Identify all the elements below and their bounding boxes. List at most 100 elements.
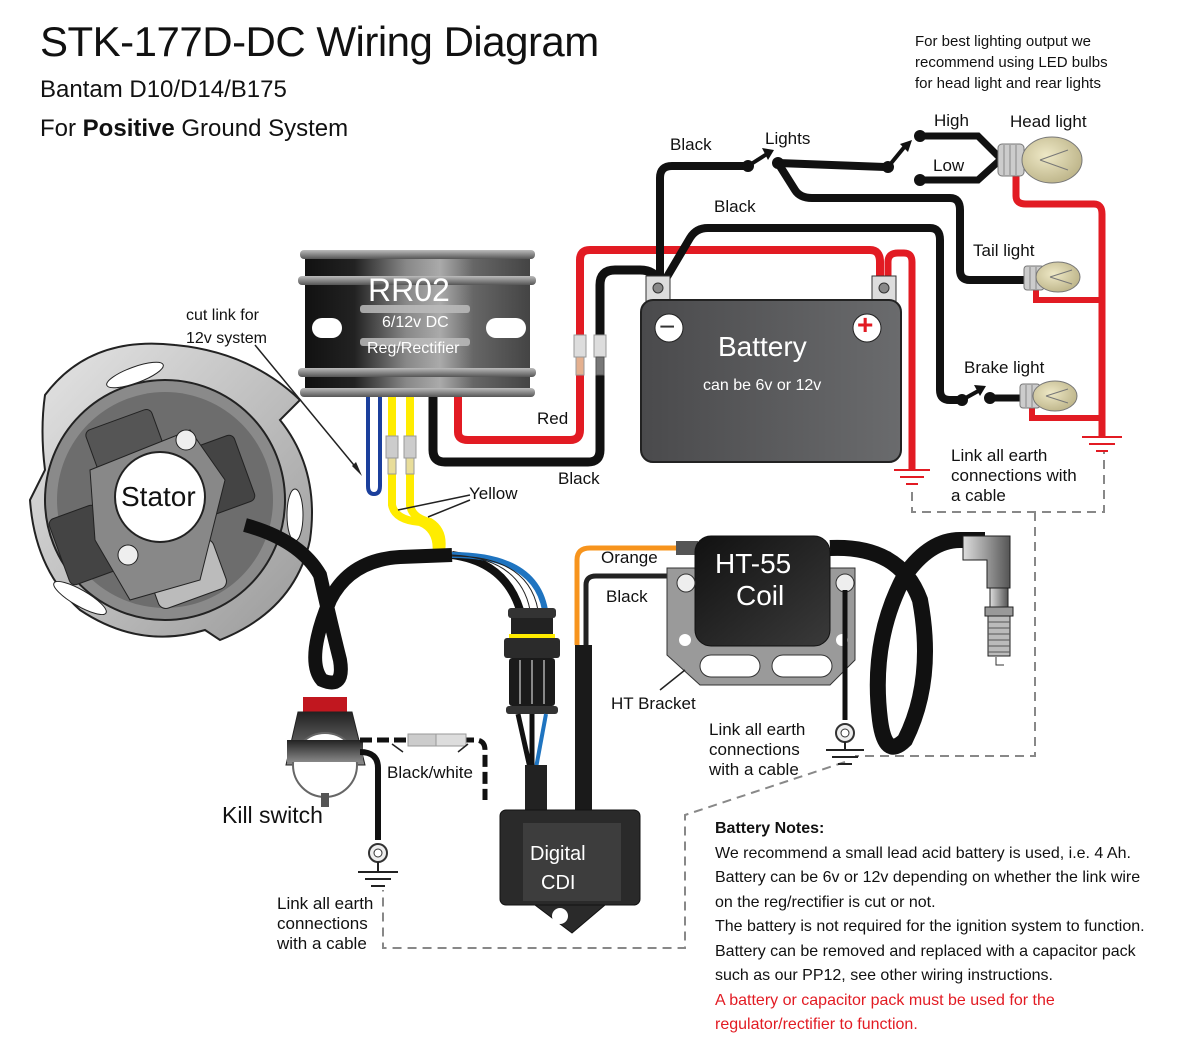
orange-wire xyxy=(574,545,680,645)
black-wire-lights-to-tail xyxy=(774,160,1030,284)
stator-harness-loop xyxy=(243,518,453,690)
led-note-line: For best lighting output we xyxy=(915,33,1091,50)
yellow-pointer xyxy=(397,494,471,518)
head-light-bulb xyxy=(997,136,1083,184)
ht-lead-loop xyxy=(829,532,985,755)
earth-note-line: Link all earth xyxy=(951,446,1048,465)
black-wire-battery-to-brake xyxy=(660,224,962,404)
blue-wire xyxy=(451,552,548,611)
orange-wire-label: Orange xyxy=(601,548,658,567)
yellow-spade-connectors xyxy=(385,435,417,475)
ht-bracket-label: HT Bracket xyxy=(611,694,696,713)
earth-symbol-coil xyxy=(826,742,864,765)
black-wire-high xyxy=(920,132,1003,161)
kill-switch-label: Kill switch xyxy=(222,802,323,828)
regulator-name: RR02 xyxy=(368,272,450,308)
battery-note-line: The battery is not required for the igni… xyxy=(715,918,1145,935)
regulator-rectifier xyxy=(298,250,536,397)
yellow-wire-label: Yellow xyxy=(469,484,518,503)
stator xyxy=(28,342,313,642)
regulator-spec: 6/12v DC xyxy=(382,314,449,331)
red-wire-brake-earth xyxy=(1029,405,1100,421)
lights-switch-label: Lights xyxy=(765,129,811,148)
ground-prefix: For xyxy=(40,115,83,142)
battery-voltage-note: can be 6v or 12v xyxy=(703,377,822,394)
black-wire-cdi-coil xyxy=(583,573,676,645)
earth-link-note-kill: Link all earth connections with a cable xyxy=(277,894,373,954)
earth-note-line: connections with xyxy=(951,466,1077,485)
led-note: For best lighting output we recommend us… xyxy=(915,31,1175,94)
black-wire-label-tail: Black xyxy=(714,197,756,216)
earth-symbol-lights xyxy=(1082,436,1122,452)
ground-suffix: Ground System xyxy=(174,115,349,142)
earth-link-note-right: Link all earth connections with a cable xyxy=(951,446,1077,506)
spark-plug-cap xyxy=(962,535,1014,666)
kill-switch-earth-wire xyxy=(359,749,381,840)
earth-symbol-battery xyxy=(894,469,930,485)
earth-note-line: Link all earth xyxy=(709,720,806,739)
head-light-label: Head light xyxy=(1010,112,1087,131)
red-wire-lights-earth xyxy=(1012,172,1106,438)
tail-light-label: Tail light xyxy=(973,241,1035,260)
brake-light-bulb xyxy=(1019,380,1078,412)
cdi-line1: Digital xyxy=(530,843,586,865)
cdi-line2: CDI xyxy=(541,872,576,894)
battery-note-line: such as our PP12, see other wiring instr… xyxy=(715,967,1053,984)
ht-coil xyxy=(676,535,855,647)
kill-switch[interactable] xyxy=(285,697,366,807)
black-wire-label-lights: Black xyxy=(670,135,712,154)
battery xyxy=(640,275,902,463)
stator-name: Stator xyxy=(121,481,196,512)
black-wire-label-coil: Black xyxy=(606,587,648,606)
black-wire-lights-to-dipswitch xyxy=(777,159,886,171)
led-note-line: for head light and rear lights xyxy=(915,75,1101,92)
black-wire-rr-to-battery xyxy=(428,265,663,467)
model-subtitle: Bantam D10/D14/B175 xyxy=(40,76,287,103)
regulator-type: Reg/Rectifier xyxy=(367,340,460,357)
battery-note-line: We recommend a small lead acid battery i… xyxy=(715,844,1131,862)
battery-note-line: Battery can be 6v or 12v depending on wh… xyxy=(715,869,1141,886)
coil-name: HT-55 xyxy=(715,548,792,579)
blue-link-wire xyxy=(366,397,382,497)
earth-note-line: with a cable xyxy=(277,934,367,953)
battery-warning-line: regulator/rectifier to function. xyxy=(715,1016,918,1033)
battery-notes-heading: Battery Notes: xyxy=(715,820,825,837)
earth-note-line: with a cable xyxy=(709,760,799,779)
earth-link-cables xyxy=(382,452,1105,949)
cut-link-line: cut link for xyxy=(186,307,259,324)
brake-light-label: Brake light xyxy=(964,358,1045,377)
high-beam-label: High xyxy=(934,111,969,130)
connector-to-cdi-wires xyxy=(515,713,535,769)
tail-light-bulb xyxy=(1023,261,1081,293)
black-white-spade xyxy=(407,733,467,747)
earth-symbol-kill xyxy=(358,862,398,887)
earth-note-line: connections xyxy=(277,914,368,933)
earth-note-line: a cable xyxy=(951,486,1006,505)
battery-note-line: Battery can be removed and replaced with… xyxy=(715,942,1136,960)
battery-negative-symbol: − xyxy=(659,311,676,342)
cut-link-label: cut link for 12v system xyxy=(186,304,267,350)
battery-name: Battery xyxy=(718,331,807,362)
red-wire-battery-to-earth xyxy=(884,249,916,470)
red-wire-label: Red xyxy=(537,409,569,428)
page-title: STK-177D-DC Wiring Diagram xyxy=(40,18,599,65)
battery-notes: Battery Notes: We recommend a small lead… xyxy=(715,817,1145,1038)
cut-link-pointer xyxy=(254,344,359,471)
spade-connectors-battery xyxy=(573,334,607,376)
black-wire-label-rr: Black xyxy=(558,469,600,488)
battery-warning-line: A battery or capacitor pack must be used… xyxy=(715,991,1055,1009)
dip-switch[interactable] xyxy=(882,130,926,186)
led-note-line: recommend using LED bulbs xyxy=(915,54,1108,71)
earth-link-note-coil: Link all earth connections with a cable xyxy=(709,720,805,780)
black-wire-battery-to-lights xyxy=(656,162,748,282)
earth-note-line: Link all earth xyxy=(277,894,374,913)
black-white-wire-label: Black/white xyxy=(387,763,473,782)
ground-bold: Positive xyxy=(82,115,175,142)
battery-positive-symbol: + xyxy=(857,309,874,340)
battery-note-line: on the reg/rectifier is cut or not. xyxy=(715,893,936,911)
brake-light-switch[interactable] xyxy=(956,385,1022,406)
low-beam-label: Low xyxy=(933,156,965,175)
cut-link-line: 12v system xyxy=(186,330,267,347)
ht-bracket-pointer xyxy=(659,669,686,691)
